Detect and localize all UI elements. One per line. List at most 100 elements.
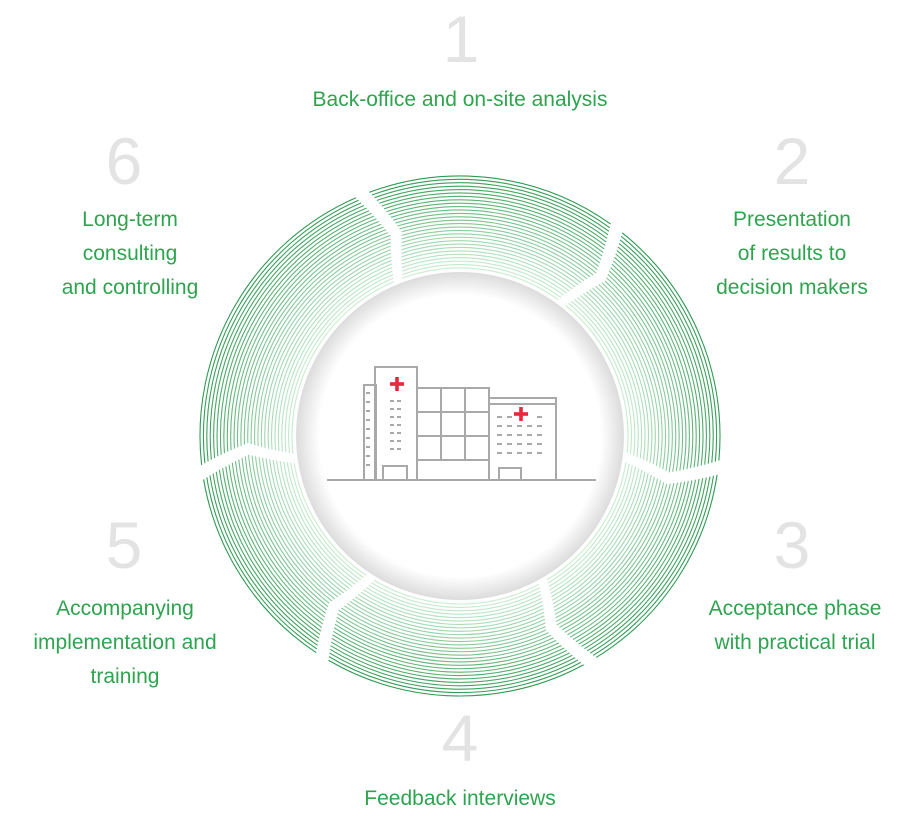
ring-segment-3 [546,462,718,658]
window-dot [507,452,512,454]
ring-stripe [247,234,391,444]
ring-stripe [553,474,652,608]
ring-stripe [577,296,643,459]
window-dot [366,392,370,394]
ring-stripe [401,250,573,290]
ring-stripe [383,195,606,246]
ring-stripe [333,627,560,666]
ring-stripe [231,462,324,621]
ring-stripe [595,474,718,658]
ring-stripe [233,223,382,449]
window-dot [397,408,401,410]
window-dot [537,452,542,454]
ring-stripe [552,473,649,605]
hospital-building-icon [327,366,596,481]
ring-stripe [548,465,633,587]
ring-stripe [604,280,673,473]
ring-stripe [331,637,568,677]
ring-stripe [223,215,375,454]
ring-stripe [401,236,585,282]
ring-stripe [290,462,364,579]
ring-stripe [397,216,599,267]
ring-stripe [579,295,646,460]
ring-stripe [262,457,342,596]
ring-stripe [586,291,653,463]
window-dot [397,440,401,442]
step-5-label: Accompanying implementation and training [33,597,217,688]
ring-stripe [374,182,610,232]
ring-stripe [206,477,318,650]
ring-stripe [592,475,715,656]
red-cross-icon [519,407,523,421]
ring-stripe [368,584,541,612]
ring-stripe [379,189,608,239]
ring-stripe [401,223,597,274]
right-building [488,397,557,481]
window-dot [397,416,401,418]
ring-stripe [582,293,649,462]
window-dot [366,428,370,430]
window-dot [366,410,370,412]
ring-stripe [260,249,392,447]
ring-stripe [254,456,336,600]
ring-stripe [335,620,554,660]
ring-stripe [258,457,339,598]
ring-stripe [238,459,327,614]
step-4-label: Feedback interviews [364,787,556,810]
ring-stripe [589,476,711,654]
step-3-number: 3 [773,508,811,582]
ring-stripe [244,456,329,607]
ring-stripe [554,476,655,612]
window-dot [507,443,512,445]
ring-stripe [291,281,394,454]
ring-stripe [612,260,694,469]
ring-stripe [569,481,686,638]
window-dot [390,408,394,410]
step-5-number: 5 [105,508,143,582]
ring-stripe [293,462,367,576]
window-dot [397,448,401,450]
window-dot [497,416,502,418]
step-2-label: Presentation of results to decision make… [716,208,868,299]
window-dot [527,452,532,454]
ring-stripe [401,226,594,276]
ring-stripe [564,482,679,633]
step-4-number: 4 [441,701,479,775]
ring-stripe [402,264,562,298]
ring-stripe [571,300,636,456]
step-1-label: Back-office and on-site analysis [312,88,608,111]
ring-stripe [547,463,630,584]
ring-stripe [373,579,540,605]
ring-stripe [401,243,579,286]
ring-stripe [360,591,543,622]
ring-stripe [212,473,319,643]
ring-stripe [617,246,707,465]
ring-stripe [222,467,322,632]
window-dot [537,425,542,427]
window-dot [397,424,401,426]
ring-stripe [386,199,605,250]
ring-stripe [265,458,345,594]
ring-stripe [611,263,690,470]
ring-stripe [371,178,611,229]
ring-segment-6 [199,197,394,466]
ring-stripe [343,605,546,642]
ring-stripe [598,284,667,470]
ring-stripe [369,175,611,225]
window-dot [527,434,532,436]
ring-stripe [329,648,576,687]
ring-stripe [401,233,588,280]
ring-stripe [257,245,391,447]
ring-stripe [567,482,682,636]
window-dot [397,432,401,434]
ring-stripe [376,185,609,236]
ring-stripe [328,659,584,697]
ring-stripe [272,459,350,590]
ring-stripe [277,267,393,452]
ring-stripe [279,461,356,585]
left-door [382,465,408,481]
window-dot [366,446,370,448]
window-dot [390,416,394,418]
ring-stripe [551,471,646,601]
ring-stripe [578,479,697,645]
